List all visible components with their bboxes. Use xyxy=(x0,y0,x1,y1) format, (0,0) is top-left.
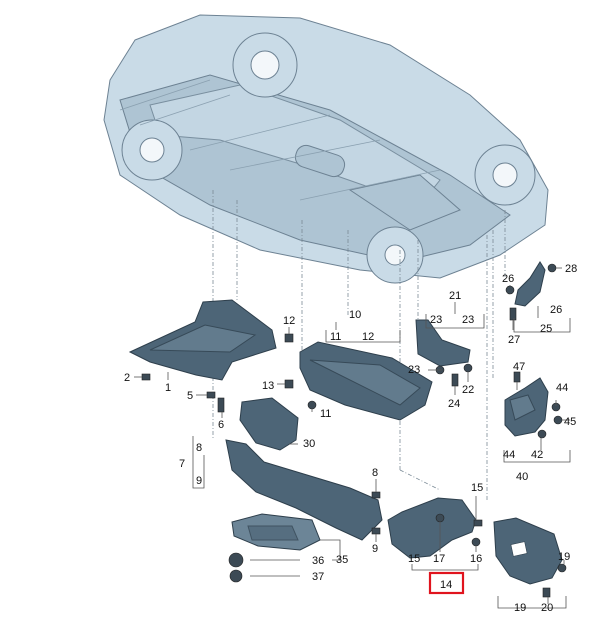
callout-6: 6 xyxy=(218,419,224,431)
highlight-box-14 xyxy=(428,571,465,595)
callout-23-right: 23 xyxy=(462,314,474,326)
callout-13: 13 xyxy=(262,380,274,392)
callout-12-upper: 12 xyxy=(362,331,374,343)
callout-23-left: 23 xyxy=(430,314,442,326)
part-10-center-underbody-panel xyxy=(299,341,433,421)
callout-47: 47 xyxy=(513,361,525,373)
callout-7: 7 xyxy=(179,458,185,470)
callout-8-upper: 8 xyxy=(196,442,202,454)
callout-22: 22 xyxy=(462,384,474,396)
part-35-cover-plate xyxy=(231,513,321,551)
callout-1: 1 xyxy=(165,382,171,394)
callout-2: 2 xyxy=(124,372,130,384)
callout-28: 28 xyxy=(565,263,577,275)
callout-26-lower: 26 xyxy=(550,304,562,316)
callout-44-bottom: 44 xyxy=(503,449,515,461)
callout-30: 30 xyxy=(303,438,315,450)
callout-36: 36 xyxy=(312,555,324,567)
callout-35: 35 xyxy=(336,554,348,566)
callout-26-upper: 26 xyxy=(502,273,514,285)
part-1-front-underbody-panel xyxy=(128,299,277,381)
callout-21: 21 xyxy=(449,290,461,302)
part-25-bracket xyxy=(514,261,546,307)
callout-9-lower: 9 xyxy=(372,543,378,555)
callout-44-right: 44 xyxy=(556,382,568,394)
callout-25: 25 xyxy=(540,323,552,335)
callout-24: 24 xyxy=(448,398,460,410)
callout-19-bottom: 19 xyxy=(514,602,526,614)
callout-12-lower: 12 xyxy=(283,315,295,327)
part-19-rear-panel xyxy=(493,517,563,585)
leader-lines xyxy=(134,267,571,609)
callout-23-side: 23 xyxy=(408,364,420,376)
callout-8-lower: 8 xyxy=(372,467,378,479)
callout-19-right: 19 xyxy=(558,551,570,563)
part-14-rear-section-panel xyxy=(387,497,477,559)
part-30-heat-shield xyxy=(239,397,299,451)
callout-20: 20 xyxy=(541,602,553,614)
part-21-bracket-left xyxy=(415,319,471,367)
callout-42: 42 xyxy=(531,449,543,461)
callout-37: 37 xyxy=(312,571,324,583)
callout-9-upper: 9 xyxy=(196,475,202,487)
callout-15-lower: 15 xyxy=(408,553,420,565)
callout-14: 14 xyxy=(440,579,452,591)
callout-15-upper: 15 xyxy=(471,482,483,494)
callout-labels: 1 2 3 4 5 6 7 8 9 8 9 10 11 12 11 12 13 … xyxy=(124,263,577,614)
callout-5: 5 xyxy=(187,390,193,402)
part-40-bracket-right xyxy=(504,377,549,437)
callout-11-upper: 11 xyxy=(330,331,341,343)
car-underbody xyxy=(103,14,549,284)
callout-27: 27 xyxy=(508,334,520,346)
callout-16: 16 xyxy=(470,553,482,565)
callout-10: 10 xyxy=(349,309,361,321)
callout-11-lower: 11 xyxy=(320,408,331,420)
callout-45: 45 xyxy=(564,416,576,428)
callout-17: 17 xyxy=(433,553,445,565)
callout-40: 40 xyxy=(516,471,528,483)
